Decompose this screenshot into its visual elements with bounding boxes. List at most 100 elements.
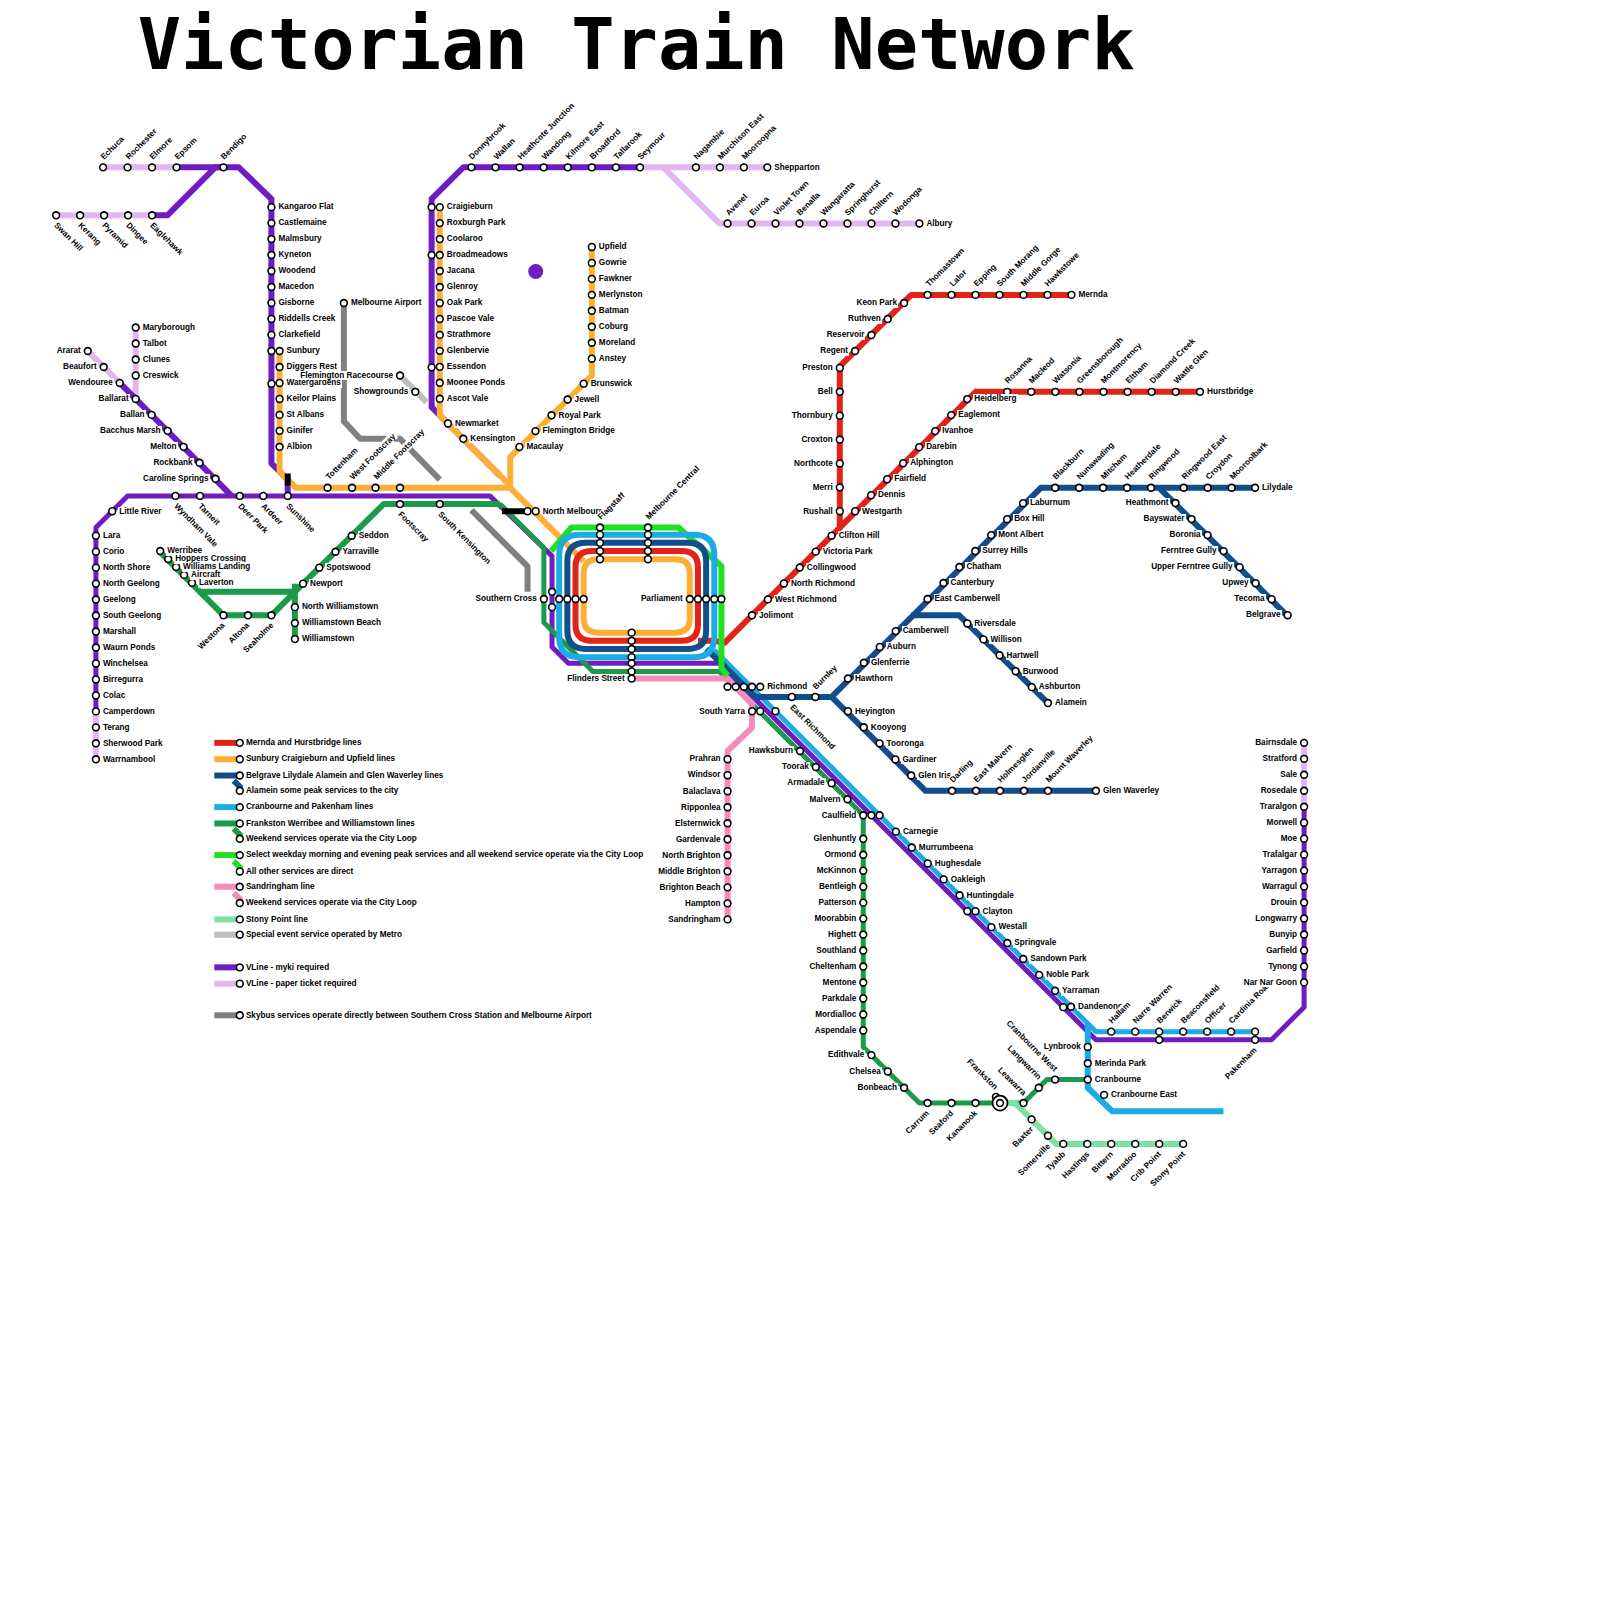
legend-dot <box>236 980 243 987</box>
station-label: Ormond <box>823 850 857 859</box>
station-label: Clifton Hill <box>838 531 881 540</box>
station-label: Glenbervie <box>446 346 490 355</box>
station-label: Regent <box>819 346 849 355</box>
legend-dot <box>236 931 243 938</box>
station-dot <box>1284 612 1291 619</box>
station-dot <box>236 493 243 500</box>
station-dot <box>740 164 747 171</box>
station-label: Middle Brighton <box>657 867 721 876</box>
station-dot <box>916 220 923 227</box>
station-dot <box>300 580 307 587</box>
station-dot <box>597 548 604 555</box>
rail-line <box>133 328 139 399</box>
station-label: Roxburgh Park <box>446 218 507 227</box>
station-dot <box>693 164 700 171</box>
station-label: North Shore <box>102 563 151 572</box>
station-label: Woodend <box>277 266 316 275</box>
station-dot <box>908 844 915 851</box>
station-label: Caulfield <box>821 811 858 820</box>
station-dot <box>597 524 604 531</box>
station-dot <box>468 164 475 171</box>
station-label: Flemington Bridge <box>541 426 615 435</box>
station-dot <box>1100 388 1107 395</box>
station-label: Gardenvale <box>675 835 722 844</box>
station-label: Mordialloc <box>814 1010 857 1019</box>
station-dot <box>788 694 795 701</box>
station-dot <box>860 659 867 666</box>
station-label: Toorak <box>781 762 810 771</box>
station-dot <box>876 644 883 651</box>
station-dot <box>332 548 339 555</box>
station-dot <box>588 291 595 298</box>
station-dot <box>1020 500 1027 507</box>
station-dot <box>291 636 298 643</box>
legend-text: Belgrave Lilydale Alamein and Glen Waver… <box>246 771 443 780</box>
station-dot <box>436 300 443 307</box>
station-dot <box>748 220 755 227</box>
station-label: Heathmont <box>1125 498 1170 507</box>
station-label: Riversdale <box>973 619 1016 628</box>
station-label: Eaglehawk <box>147 220 185 258</box>
station-label: South Geelong <box>102 611 162 620</box>
station-label: Bentleigh <box>818 882 857 891</box>
station-label: Baxter <box>1010 1124 1036 1150</box>
station-dot <box>93 580 100 587</box>
station-label: Rosedale <box>1260 786 1298 795</box>
station-dot <box>996 652 1003 659</box>
station-dot <box>428 364 435 371</box>
rail-line <box>502 508 524 514</box>
station-dot <box>836 412 843 419</box>
station-label: Drouin <box>1270 898 1298 907</box>
station-label: Wendouree <box>67 378 113 387</box>
station-label: Highett <box>827 930 857 939</box>
station-dot <box>1228 1028 1235 1035</box>
station-label: Geelong <box>102 595 137 604</box>
station-dot <box>645 548 652 555</box>
station-dot <box>924 860 931 867</box>
station-label: Cranbourne <box>1094 1075 1142 1084</box>
station-dot <box>436 501 443 508</box>
station-dot <box>1020 1100 1027 1107</box>
station-dot <box>749 683 756 690</box>
station-label: Newport <box>309 579 344 588</box>
station-label: Birregurra <box>102 675 144 684</box>
station-dot <box>157 548 164 555</box>
station-dot <box>268 268 275 275</box>
station-dot <box>588 339 595 346</box>
station-label: Willison <box>989 635 1022 644</box>
station-label: Fairfield <box>893 474 927 483</box>
station-dot <box>724 884 731 891</box>
station-label: Elsternwick <box>674 819 722 828</box>
station-label: South Yarra <box>698 707 746 716</box>
station-dot <box>860 915 867 922</box>
station-label: Thornbury <box>791 411 834 420</box>
station-label: Keon Park <box>856 298 899 307</box>
station-label: Surrey Hills <box>981 546 1029 555</box>
station-dot <box>1012 668 1019 675</box>
station-dot <box>276 380 283 387</box>
station-label: Canterbury <box>949 578 995 587</box>
rail-line <box>103 164 176 170</box>
station-dot <box>724 772 731 779</box>
station-dot <box>1028 1116 1035 1123</box>
station-dot <box>1004 516 1011 523</box>
station-label: Albury <box>925 219 953 228</box>
station-dot <box>1156 1036 1163 1043</box>
station-label: Murrumbeena <box>918 843 974 852</box>
station-dot <box>548 412 555 419</box>
station-dot <box>868 812 875 819</box>
station-label: Heidelberg <box>973 394 1017 403</box>
station-label: Burwood <box>1022 667 1059 676</box>
legend-text: Weekend services operate via the City Lo… <box>246 898 417 907</box>
station-label: Ruthven <box>847 314 882 323</box>
station-dot <box>724 788 731 795</box>
station-dot <box>749 612 756 619</box>
station-label: Camberwell <box>902 626 950 635</box>
station-label: Moonee Ponds <box>446 378 506 387</box>
station-label: Belgrave <box>1245 610 1282 619</box>
station-dot <box>1124 388 1131 395</box>
legend-text: Special event service operated by Metro <box>246 930 402 939</box>
station-dot <box>940 580 947 587</box>
station-dot <box>532 508 539 515</box>
station-dot <box>1084 1140 1091 1147</box>
